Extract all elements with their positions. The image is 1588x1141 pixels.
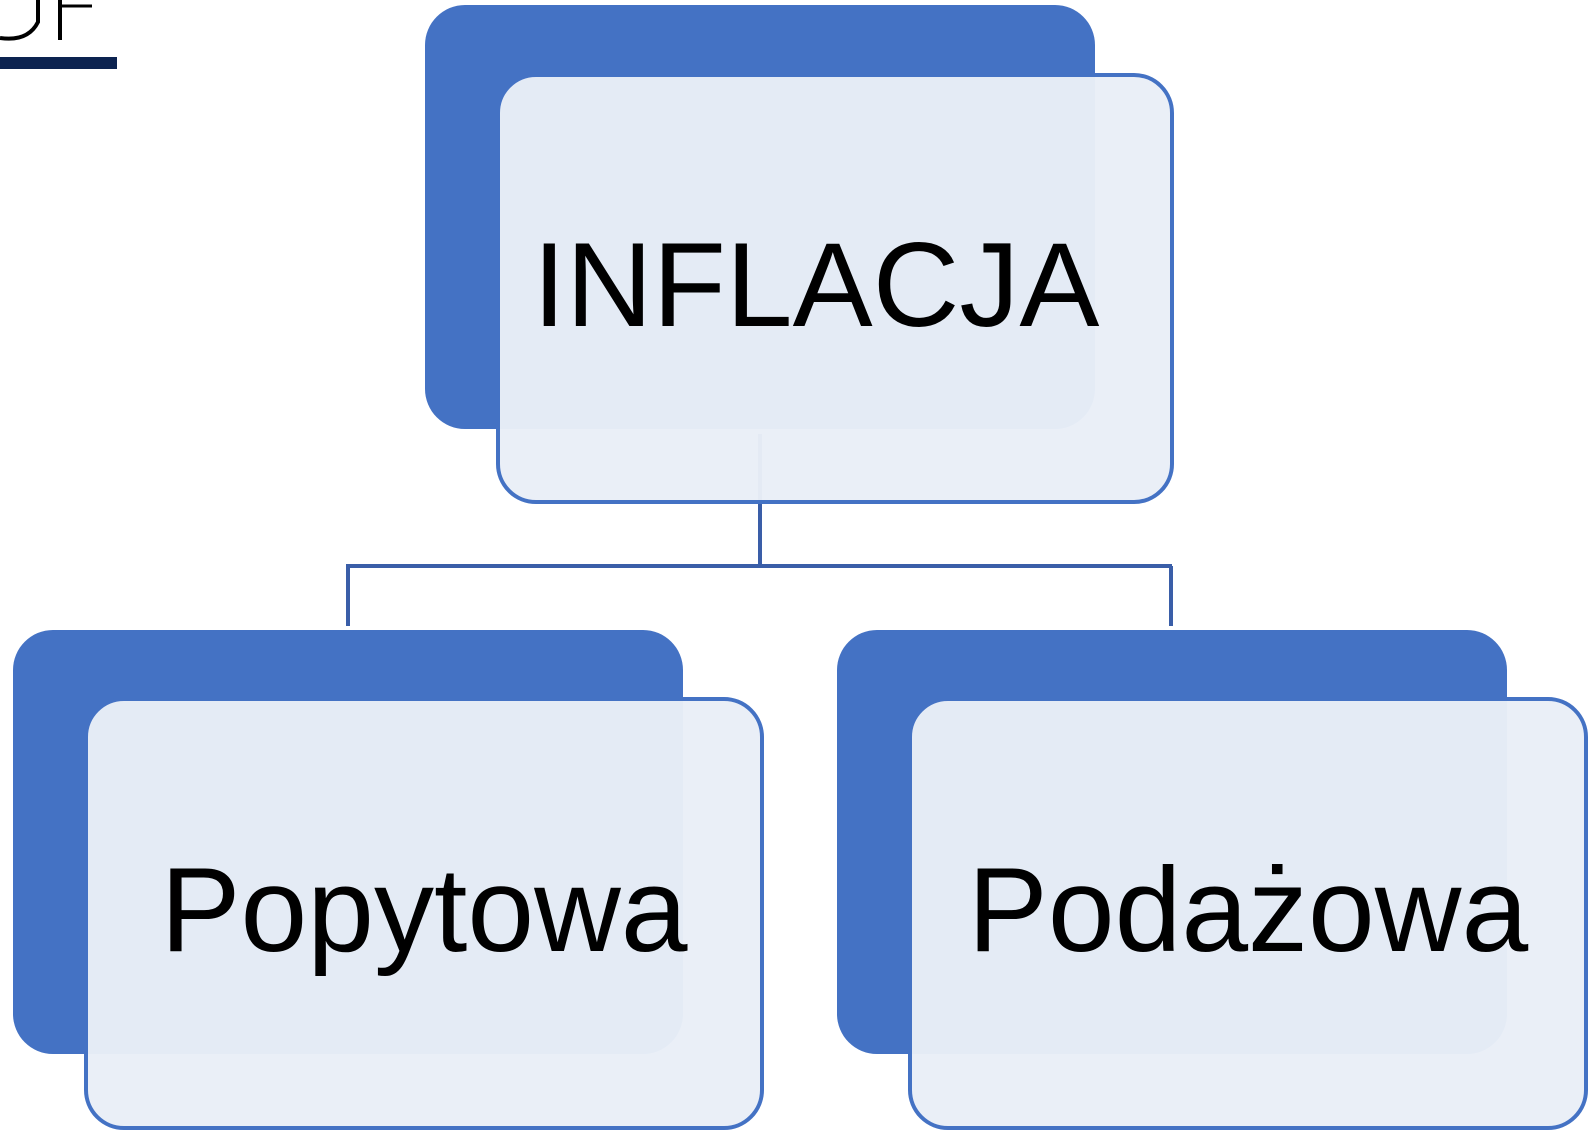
node-child-podazowa-label: Podażowa bbox=[967, 843, 1529, 977]
node-root-front-card bbox=[496, 73, 1174, 504]
logo-bar bbox=[0, 57, 117, 69]
node-child-popytowa-label: Popytowa bbox=[160, 843, 688, 977]
node-root-label: INFLACJA bbox=[532, 218, 1100, 352]
node-child-podazowa-front-card bbox=[908, 697, 1588, 1130]
node-child-popytowa-front-card bbox=[84, 697, 764, 1130]
logo-fragment bbox=[0, 0, 117, 69]
